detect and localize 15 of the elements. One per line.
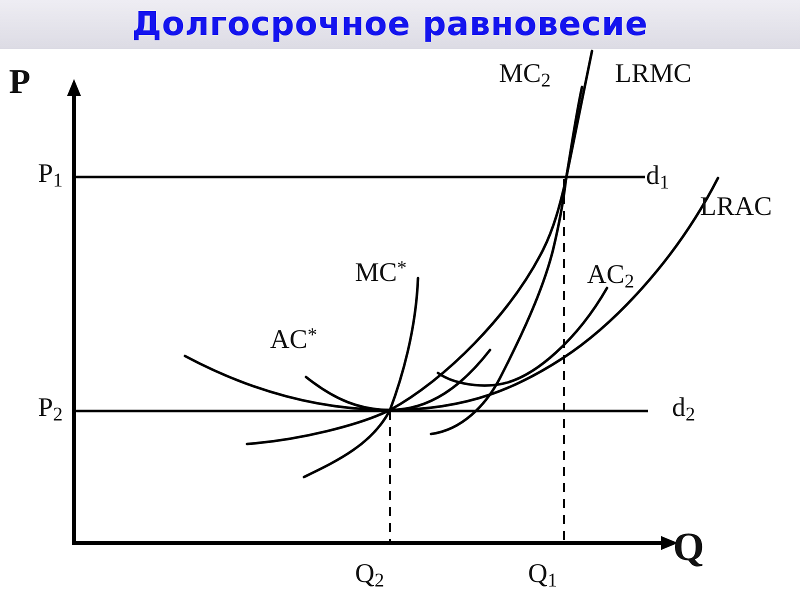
title: Долгосрочное равновесие bbox=[132, 6, 648, 42]
tick-label: Q$_{1}$ bbox=[528, 560, 558, 587]
curve-label: AC$^{*}$ bbox=[270, 326, 318, 353]
tick-label: Q$_{2}$ bbox=[355, 560, 384, 587]
tick-label: P$_{2}$ bbox=[38, 394, 63, 421]
axis-label: Q bbox=[673, 527, 704, 567]
curve-label: MC$^{*}$ bbox=[355, 259, 407, 286]
tick-label: P$_{1}$ bbox=[38, 160, 63, 187]
axis-label: P bbox=[9, 64, 30, 99]
curve-label: AC$_{2}$ bbox=[587, 261, 634, 288]
curve-label: LRMC bbox=[615, 60, 692, 87]
line-label: d$_{2}$ bbox=[672, 394, 696, 421]
curve-label: LRAC bbox=[700, 193, 772, 220]
curve-label: MC$_{2}$ bbox=[499, 60, 551, 87]
line-label: d$_{1}$ bbox=[646, 162, 670, 189]
